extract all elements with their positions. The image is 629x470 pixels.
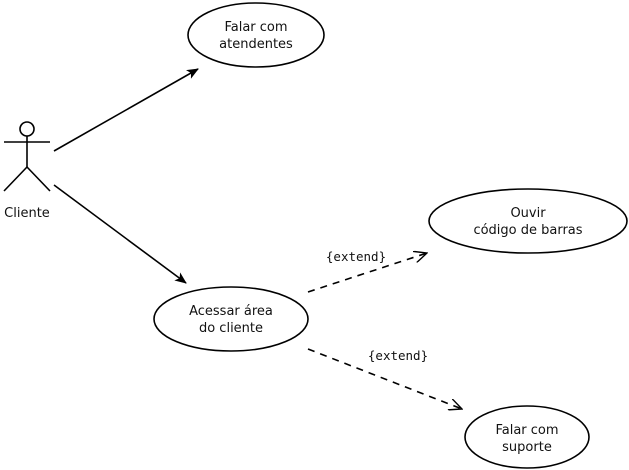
extend-label-1: {extend}: [326, 249, 386, 264]
use-case-label-line1: Ouvir: [510, 206, 546, 221]
use-case-label-line1: Acessar área: [189, 304, 273, 319]
use-case-label-line2: suporte: [502, 440, 552, 455]
extend-arrow-ouvir-codigo: [307, 253, 427, 293]
association-arrow-falar-atendentes: [53, 68, 199, 152]
association-arrow-acessar-area: [53, 184, 187, 284]
use-case-label-line1: Falar com: [495, 423, 558, 438]
use-case-ellipse: [187, 2, 325, 68]
use-case-label-line2: atendentes: [219, 37, 293, 52]
use-case-ellipse: [428, 188, 628, 254]
use-case-ouvir-codigo[interactable]: Ouvir código de barras: [428, 188, 628, 254]
use-case-label-line2: do cliente: [199, 321, 263, 336]
extend-label-2: {extend}: [368, 348, 428, 363]
use-case-falar-atendentes[interactable]: Falar com atendentes: [187, 2, 325, 68]
use-case-label-line2: código de barras: [473, 223, 582, 238]
actor-label: Cliente: [4, 206, 50, 221]
use-case-falar-suporte[interactable]: Falar com suporte: [464, 405, 590, 469]
extend-arrow-falar-suporte: [307, 348, 462, 409]
actor-cliente[interactable]: Cliente: [3, 121, 51, 221]
use-case-acessar-area[interactable]: Acessar área do cliente: [153, 286, 309, 352]
use-case-ellipse: [464, 405, 590, 469]
use-case-label-line1: Falar com: [224, 20, 287, 35]
use-case-ellipse: [153, 286, 309, 352]
stick-figure-icon: [3, 121, 51, 192]
